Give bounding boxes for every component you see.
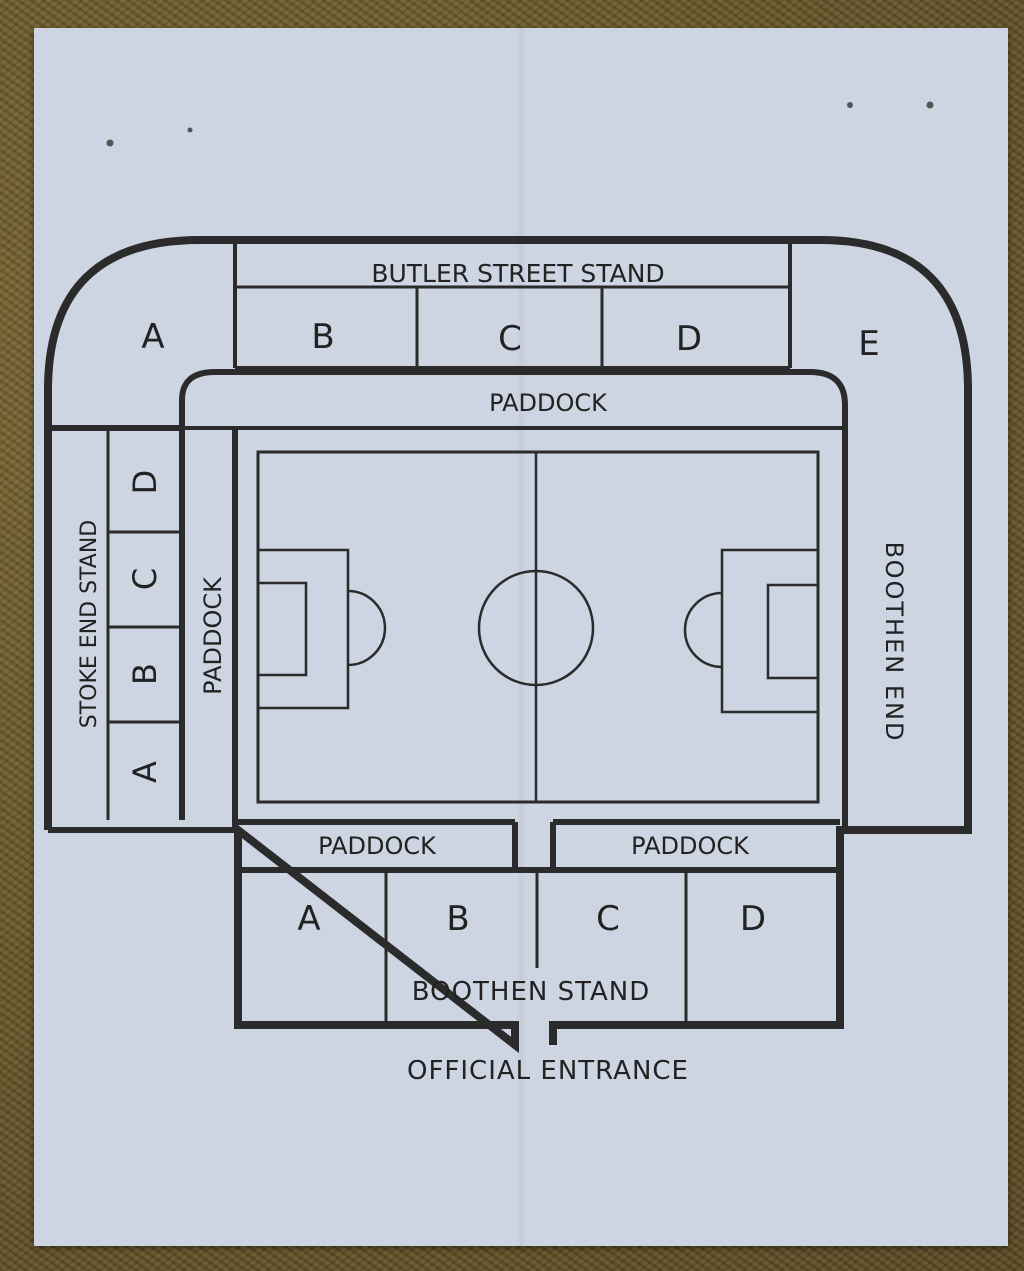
butler-section-a: A	[141, 317, 164, 357]
boothen-section-c: C	[596, 899, 620, 939]
butler-section-e: E	[858, 324, 879, 364]
boothen-end: BOOTHEN END	[880, 542, 908, 743]
boothen-section-a: A	[297, 899, 320, 939]
stoke-end-stand-title: STOKE END STAND	[77, 520, 102, 728]
boothen-end-title: BOOTHEN END	[880, 542, 908, 743]
top-paddock-label: PADDOCK	[489, 389, 608, 417]
staple-holes	[106, 101, 934, 147]
butler-section-d: D	[676, 319, 702, 359]
boothen-section-b: B	[446, 899, 469, 939]
bottom-left-paddock-label: PADDOCK	[318, 832, 437, 860]
outer-boundary	[44, 236, 972, 1054]
left-paddock-label: PADDOCK	[199, 576, 227, 695]
stoke-section-d: D	[126, 470, 164, 495]
stoke-section-a: A	[126, 761, 164, 783]
boothen-section-d: D	[740, 899, 766, 939]
bottom-right-paddock-label: PADDOCK	[631, 832, 750, 860]
official-entrance-label: OFFICIAL ENTRANCE	[407, 1056, 689, 1086]
butler-street-stand: BUTLER STREET STAND A B C D E	[141, 244, 880, 370]
stoke-end-stand: STOKE END STAND A B C D	[52, 425, 185, 820]
top-paddock-outline	[179, 369, 848, 830]
butler-street-stand-title: BUTLER STREET STAND	[371, 259, 664, 288]
butler-section-b: B	[311, 317, 334, 357]
stoke-section-c: C	[126, 568, 164, 590]
boothen-stand-title: BOOTHEN STAND	[412, 977, 651, 1007]
stoke-section-b: B	[126, 663, 164, 685]
butler-section-c: C	[498, 319, 522, 359]
bottom-paddocks: PADDOCK PADDOCK	[48, 819, 968, 868]
pitch	[256, 450, 820, 804]
boothen-stand: A B C D BOOTHEN STAND	[238, 867, 840, 1022]
